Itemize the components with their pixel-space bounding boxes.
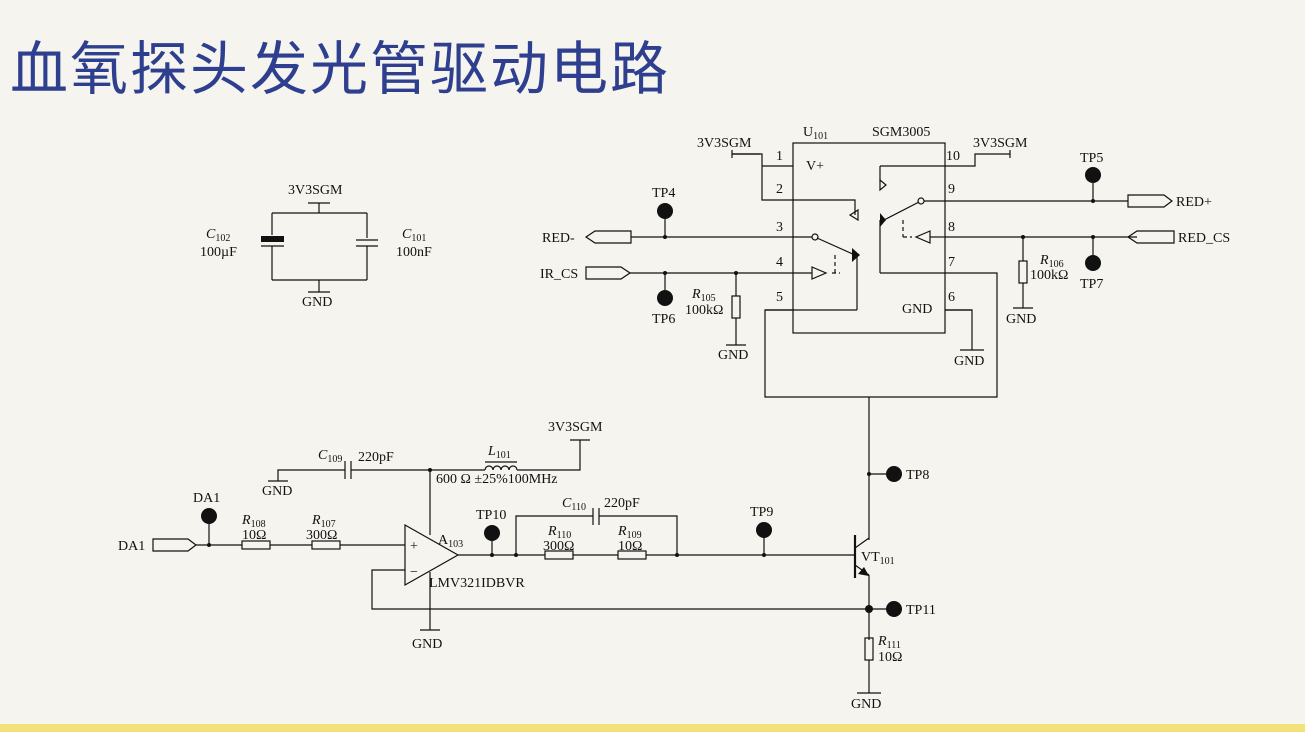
red-minus-label: RED-: [542, 231, 575, 246]
pin-2: 2: [776, 182, 783, 197]
v3-bottom-label: 3V3SGM: [548, 420, 603, 435]
v3-right-label: 3V3SGM: [973, 136, 1028, 151]
v3-left-label: 3V3SGM: [697, 136, 752, 151]
ic-gnd-label: GND: [902, 302, 932, 317]
pin-7: 7: [948, 255, 955, 270]
decoupling-caps: 3V3SGM GND C102 100µF C101 100nF: [200, 183, 432, 310]
tp11-label: TP11: [906, 603, 936, 618]
r110-value: 300Ω: [543, 539, 574, 554]
red-cs-label: RED_CS: [1178, 231, 1230, 246]
tp5-label: TP5: [1080, 151, 1103, 166]
gnd-bottom: GND: [851, 697, 881, 712]
l101-value: 600 Ω ±25%100MHz: [436, 472, 558, 487]
pin-5: 5: [776, 290, 783, 305]
ic-u101: U101 SGM3005 V+ GND 1 2 3 4 5 6 7 8 9 10: [761, 125, 980, 334]
pin-8: 8: [948, 220, 955, 235]
pin-3: 3: [776, 220, 783, 235]
gnd-c109: GND: [262, 484, 292, 499]
opamp-plus: +: [410, 539, 418, 554]
c101-ref: C101: [402, 227, 426, 244]
bottom-accent-bar: [0, 724, 1305, 732]
opamp-minus: −: [410, 565, 418, 580]
opamp-section: GND C109 220pF 3V3SGM L101 600 Ω ±25%100…: [118, 420, 936, 712]
tp7-label: TP7: [1080, 277, 1103, 292]
vt101-ref: VT101: [861, 550, 895, 567]
ic-wiring: 3V3SGM 3V3SGM RED- TP4 IR_CS TP6 R105 10…: [540, 136, 1230, 540]
red-plus-label: RED+: [1176, 195, 1212, 210]
r108-value: 10Ω: [242, 528, 266, 543]
gnd-pin6: GND: [954, 354, 984, 369]
a103-ref: A103: [438, 533, 463, 550]
pin-9: 9: [948, 182, 955, 197]
tp10-label: TP10: [476, 508, 506, 523]
r111-ref: R111: [877, 634, 901, 651]
tp8-label: TP8: [906, 468, 929, 483]
c102-value: 100µF: [200, 245, 237, 260]
r107-ref: R107: [311, 513, 336, 530]
tp6-label: TP6: [652, 312, 675, 327]
r106-value: 100kΩ: [1030, 268, 1068, 283]
r105-value: 100kΩ: [685, 303, 723, 318]
ic-part: SGM3005: [872, 125, 930, 140]
pin-10: 10: [946, 149, 960, 164]
gnd-opamp: GND: [412, 637, 442, 652]
gnd-r105: GND: [718, 348, 748, 363]
r107-value: 300Ω: [306, 528, 337, 543]
ic-body: [792, 142, 946, 334]
gnd-r106: GND: [1006, 312, 1036, 327]
r110-ref: R110: [547, 524, 571, 541]
r106-ref: R106: [1039, 253, 1064, 270]
l101-ref: L101: [487, 444, 511, 461]
pin-1: 1: [776, 149, 783, 164]
c110-value: 220pF: [604, 496, 640, 511]
da1-port-label: DA1: [118, 539, 145, 554]
page-title: 血氧探头发光管驱动电路: [10, 35, 671, 103]
r105-ref: R105: [691, 287, 716, 304]
r111-value: 10Ω: [878, 650, 902, 665]
pin-4: 4: [776, 255, 783, 270]
r108-ref: R108: [241, 513, 266, 530]
da1-tp-label: DA1: [193, 491, 220, 506]
c110-ref: C110: [562, 496, 586, 513]
c109-ref: C109: [318, 448, 342, 465]
c102-ref: C102: [206, 227, 230, 244]
ic-ref: U101: [803, 125, 828, 142]
pin-6: 6: [948, 290, 955, 305]
c101-value: 100nF: [396, 245, 432, 260]
c109-value: 220pF: [358, 450, 394, 465]
gnd-caps: GND: [302, 295, 332, 310]
ir-cs-label: IR_CS: [540, 267, 578, 282]
r109-ref: R109: [617, 524, 642, 541]
ic-vplus: V+: [806, 159, 824, 174]
a103-part: LMV321IDBVR: [429, 576, 525, 591]
tp9-label: TP9: [750, 505, 773, 520]
r109-value: 10Ω: [618, 539, 642, 554]
v3-cap-label: 3V3SGM: [288, 183, 343, 198]
tp4-label: TP4: [652, 186, 675, 201]
